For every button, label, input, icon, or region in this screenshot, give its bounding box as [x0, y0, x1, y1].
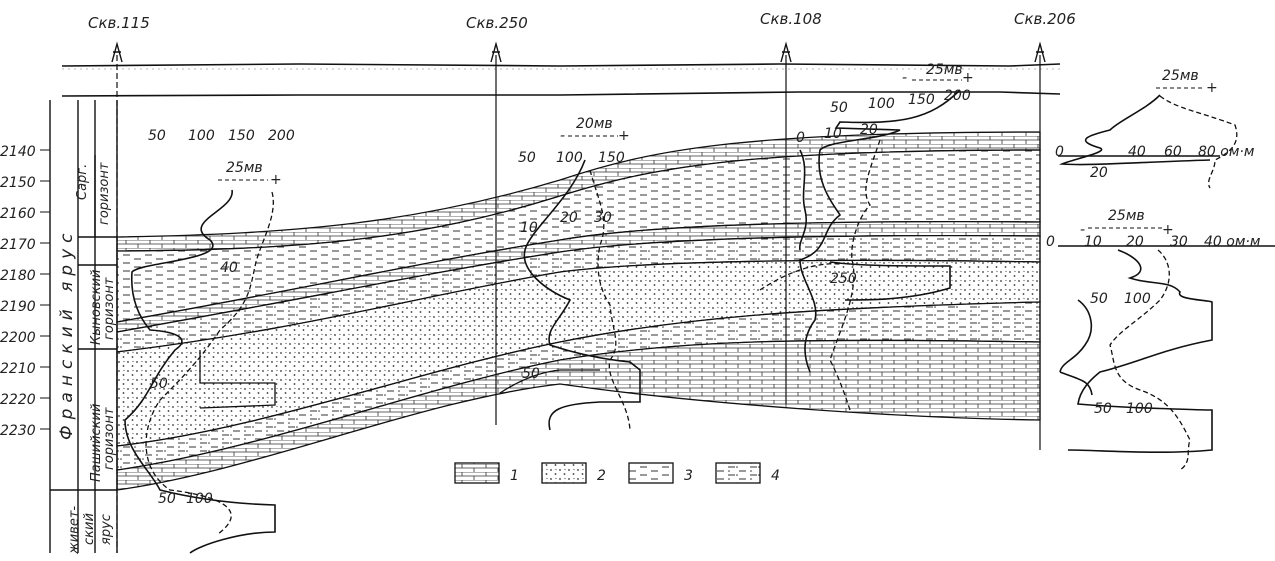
- res-tick: 60: [1164, 144, 1182, 160]
- res-tick: 0: [1046, 234, 1055, 250]
- log-curves-115: [124, 189, 276, 554]
- curve-value-label: 10: [520, 220, 538, 236]
- legend-swatch-claystone: [628, 462, 674, 484]
- sign-minus: -: [560, 128, 565, 144]
- depth-label: 2230: [0, 423, 36, 439]
- legend-swatch-limestone: [454, 462, 500, 484]
- well-lines: [116, 55, 1041, 553]
- res-tick: 150: [598, 150, 625, 166]
- res-tick: 50: [518, 150, 536, 166]
- depth-labels: 2140 2150 2160 2170 2180 2190 2200 2210 …: [0, 144, 36, 439]
- depth-label: 2190: [0, 299, 36, 315]
- res-tick: 100: [868, 96, 895, 112]
- res-tick: 200: [944, 88, 971, 104]
- legend-swatch-sandstone: [541, 462, 587, 484]
- curve-value-label: 0: [796, 130, 805, 146]
- stage-label-zhiv-3: ярус: [99, 514, 114, 545]
- depth-label: 2220: [0, 392, 36, 408]
- log-curves-206-lower: [1058, 245, 1275, 471]
- sign-minus: -: [1080, 222, 1085, 238]
- sign-plus: +: [270, 172, 282, 188]
- depth-label: 2150: [0, 175, 36, 191]
- curve-value-label: 20: [560, 210, 578, 226]
- horizon-label-kyn-2: горизонт: [102, 277, 117, 340]
- log-curves-250: [499, 159, 641, 431]
- horizon-label-pash-2: горизонт: [102, 407, 117, 470]
- depth-label: 2180: [0, 268, 36, 284]
- curve-value-label: 20: [1090, 165, 1108, 181]
- sign-plus: +: [962, 70, 974, 86]
- depth-ticks: [40, 149, 50, 430]
- sign-plus: +: [1162, 222, 1174, 238]
- curve-value-label: 50: [150, 376, 168, 392]
- legend: 1 2 3 4: [454, 462, 780, 484]
- sign-minus: -: [902, 70, 907, 86]
- depth-label: 2140: [0, 144, 36, 160]
- sign-plus: +: [1206, 80, 1218, 96]
- curve-value-label: 100: [1124, 291, 1151, 307]
- sp-scale-label: 25мв: [1162, 68, 1199, 84]
- sign-plus: +: [618, 128, 630, 144]
- res-tick: 80 ом·м: [1198, 144, 1255, 160]
- res-tick: 40: [1128, 144, 1146, 160]
- horizon-label-sarg-1: Сарг.: [75, 164, 90, 200]
- depth-label: 2160: [0, 206, 36, 222]
- well-label-108: Скв.108: [760, 10, 822, 28]
- legend-key: 4: [771, 468, 780, 484]
- res-tick: 0: [1055, 144, 1064, 160]
- sp-scale-label: 20мв: [576, 116, 613, 132]
- res-tick: 200: [268, 128, 295, 144]
- legend-key: 1: [510, 468, 519, 484]
- curve-value-label: 50: [1090, 291, 1108, 307]
- sp-scale-label: 25мв: [926, 62, 963, 78]
- res-tick: 10: [1084, 234, 1102, 250]
- curve-value-label: 50: [1094, 401, 1112, 417]
- depth-label: 2170: [0, 237, 36, 253]
- stage-label-zhiv-2: ский: [82, 513, 97, 545]
- well-label-206: Скв.206: [1014, 10, 1076, 28]
- res-tick: 100: [556, 150, 583, 166]
- res-tick: 100: [188, 128, 215, 144]
- res-tick: 40 ом·м: [1204, 234, 1261, 250]
- legend-swatch-siltstone: [715, 462, 761, 484]
- derrick-icon: [111, 41, 1046, 63]
- curve-value-label: 40: [220, 260, 238, 276]
- stage-label-fransky: Франский ярус: [57, 228, 77, 441]
- res-tick: 50: [830, 100, 848, 116]
- ground-surface: [61, 63, 1061, 97]
- res-tick: 150: [908, 92, 935, 108]
- res-tick: 30: [1170, 234, 1188, 250]
- res-tick: 150: [228, 128, 255, 144]
- curve-value-label: 100: [1126, 401, 1153, 417]
- curve-value-label: 50: [158, 491, 176, 507]
- curve-value-label: 10: [824, 126, 842, 142]
- stage-label-zhiv-1: живет-: [67, 506, 82, 555]
- curve-value-label: 100: [186, 491, 213, 507]
- legend-key: 2: [597, 468, 606, 484]
- horizon-label-pash-1: Пашийский: [89, 404, 104, 482]
- curve-value-label: 30: [594, 210, 612, 226]
- depth-label: 2200: [0, 330, 36, 346]
- curve-value-label: 250: [830, 271, 857, 287]
- sp-scale-label: 25мв: [1108, 208, 1145, 224]
- horizon-label-sarg-2: горизонт: [97, 162, 112, 225]
- depth-label: 2210: [0, 361, 36, 377]
- sp-scale-label: 25мв: [226, 160, 263, 176]
- curve-value-label: 50: [522, 366, 540, 382]
- well-label-250: Скв.250: [466, 14, 528, 32]
- depth-column: [49, 100, 118, 553]
- curve-value-label: 20: [860, 122, 878, 138]
- res-tick: 50: [148, 128, 166, 144]
- horizon-label-kyn-1: Кыновский: [89, 269, 104, 345]
- log-curves-108: [759, 89, 961, 411]
- strata: [116, 131, 1041, 491]
- res-tick: 20: [1126, 234, 1144, 250]
- log-curves-206-upper: [1058, 94, 1238, 189]
- well-label-115: Скв.115: [88, 14, 150, 32]
- legend-key: 3: [684, 468, 693, 484]
